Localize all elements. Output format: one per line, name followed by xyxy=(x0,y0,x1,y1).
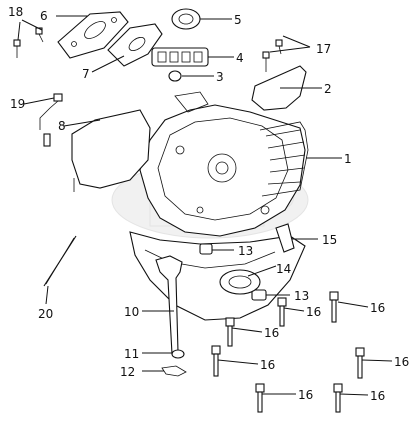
callout-16-e: 16 xyxy=(394,355,409,369)
callout-2: 2 xyxy=(324,82,332,96)
callout-3: 3 xyxy=(216,70,224,84)
part-bracket xyxy=(251,65,307,111)
callout-12: 12 xyxy=(120,365,135,379)
part-washer xyxy=(171,349,185,359)
callout-16-f: 16 xyxy=(298,388,313,402)
part-clip xyxy=(161,365,187,377)
part-crankcase-lower xyxy=(129,231,306,321)
callout-19: 19 xyxy=(10,97,25,111)
callout-18: 18 xyxy=(8,5,23,19)
callout-8: 8 xyxy=(58,119,66,133)
part-rod xyxy=(155,255,183,355)
callout-11: 11 xyxy=(124,347,139,361)
callout-16-d: 16 xyxy=(260,358,275,372)
callout-13-upper: 13 xyxy=(238,244,253,258)
callout-5: 5 xyxy=(234,13,242,27)
callout-16-g: 16 xyxy=(370,389,385,403)
part-bolt-16 xyxy=(211,291,365,413)
callout-17: 17 xyxy=(316,42,331,56)
callout-16-a: 16 xyxy=(264,326,279,340)
callout-16-c: 16 xyxy=(370,301,385,315)
part-gasket-upper xyxy=(57,11,129,59)
callout-13-lower: 13 xyxy=(294,289,309,303)
part-oil-seal xyxy=(219,269,261,295)
part-seal-ring xyxy=(171,8,201,30)
part-bolt-19 xyxy=(39,93,63,147)
callout-14: 14 xyxy=(276,262,291,276)
part-bushing-lower xyxy=(251,289,267,301)
part-bushing-upper xyxy=(199,243,213,255)
callout-16-b: 16 xyxy=(306,305,321,319)
part-cover-plate xyxy=(71,109,151,189)
part-pin xyxy=(275,223,295,253)
part-crankcase xyxy=(139,91,309,237)
callout-6: 6 xyxy=(40,9,48,23)
callout-15: 15 xyxy=(322,233,337,247)
part-stud-20 xyxy=(43,235,77,287)
part-screw-17 xyxy=(262,39,283,72)
part-gasket-intake xyxy=(107,23,163,67)
part-reed-valve xyxy=(151,47,209,67)
callout-1: 1 xyxy=(344,152,352,166)
callout-7: 7 xyxy=(82,67,90,81)
callout-4: 4 xyxy=(236,51,244,65)
part-plug xyxy=(168,70,182,82)
callout-20: 20 xyxy=(38,307,53,321)
callout-10: 10 xyxy=(124,305,139,319)
leader-lines xyxy=(17,15,393,396)
part-screw-18 xyxy=(13,27,44,58)
callout-labels: 1 2 3 4 5 6 7 8 10 11 12 13 13 14 15 16 … xyxy=(8,5,409,403)
